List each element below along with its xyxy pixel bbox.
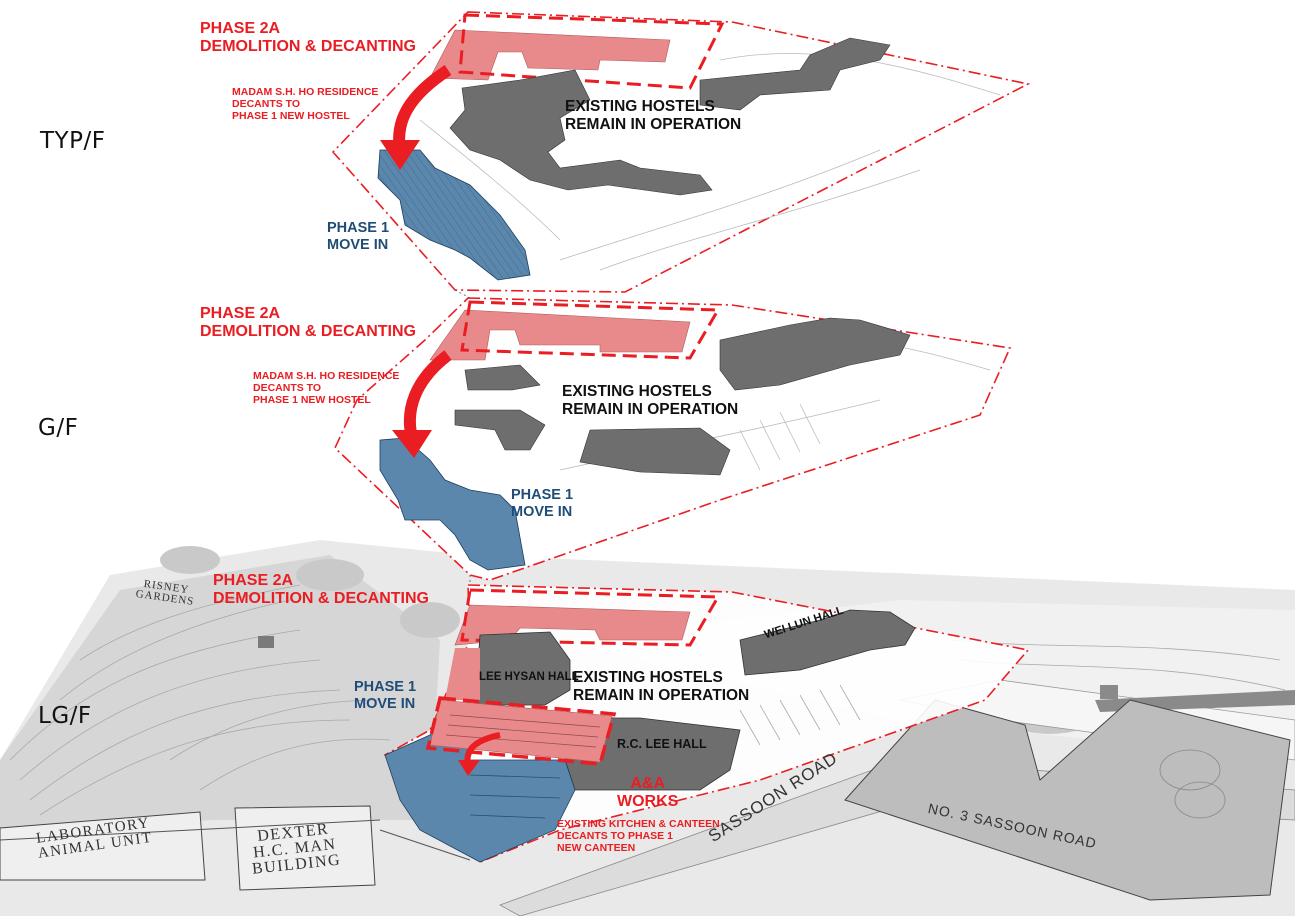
- typ-decant-line2: DECANTS TO: [232, 98, 301, 111]
- kitchen-line2: DECANTS TO PHASE 1: [557, 830, 673, 843]
- gf-phase2a-label: PHASE 2A DEMOLITION & DECANTING: [200, 305, 416, 342]
- lgf-plate: [383, 584, 1030, 863]
- typ-phase1-line2: MOVE IN: [327, 236, 389, 253]
- gf-existing-hostels-label: EXISTING HOSTELS REMAIN IN OPERATION: [562, 383, 738, 419]
- gf-decant-line2: DECANTS TO: [253, 382, 322, 395]
- aa-works-line1: A&A: [630, 775, 665, 792]
- gf-decant-note: MADAM S.H. HO RESIDENCE DECANTS TO PHASE…: [253, 370, 399, 406]
- gf-phase1-line2: MOVE IN: [511, 503, 573, 520]
- lgf-phase1-line2: MOVE IN: [354, 695, 416, 712]
- aa-works-line2: WORKS: [617, 793, 679, 811]
- lgf-existing-line2: REMAIN IN OPERATION: [573, 686, 750, 704]
- aa-works-label: A&A WORKS: [617, 775, 678, 812]
- typ-phase2a-label: PHASE 2A DEMOLITION & DECANTING: [200, 20, 416, 57]
- kitchen-decant-note: EXISTING KITCHEN & CANTEEN DECANTS TO PH…: [557, 818, 720, 854]
- gf-phase2a-line1: PHASE 2A: [200, 305, 281, 322]
- dexter-hc-man-building-label: DEXTER H.C. MAN BUILDING: [248, 821, 342, 878]
- floor-label-typ: TYP/F: [40, 128, 106, 154]
- typ-phase2a-line1: PHASE 2A: [200, 20, 281, 37]
- typ-decant-line1: MADAM S.H. HO RESIDENCE: [232, 86, 379, 98]
- kitchen-line1: EXISTING KITCHEN & CANTEEN: [557, 818, 720, 830]
- typ-existing-line1: EXISTING HOSTELS: [565, 98, 715, 115]
- gf-plate: [334, 297, 1012, 581]
- lee-hysan-hall-label: LEE HYSAN HALL: [479, 671, 579, 683]
- gf-phase1-line1: PHASE 1: [511, 487, 574, 503]
- typ-phase1-line1: PHASE 1: [327, 220, 390, 236]
- typ-existing-hostels-label: EXISTING HOSTELS REMAIN IN OPERATION: [565, 98, 741, 134]
- gf-phase2a-line2: DEMOLITION & DECANTING: [200, 323, 416, 341]
- lgf-phase2a-line2: DEMOLITION & DECANTING: [213, 590, 429, 608]
- lgf-phase1-label: PHASE 1 MOVE IN: [354, 679, 416, 712]
- rc-lee-hall-label: R.C. LEE HALL: [617, 737, 707, 751]
- kitchen-line3: NEW CANTEEN: [557, 842, 636, 855]
- lgf-phase1-line1: PHASE 1: [354, 679, 417, 695]
- floor-label-gf: G/F: [38, 415, 79, 441]
- typ-phase1-label: PHASE 1 MOVE IN: [327, 220, 389, 253]
- typ-decant-note: MADAM S.H. HO RESIDENCE DECANTS TO PHASE…: [232, 86, 378, 122]
- level-connectors: [454, 289, 471, 585]
- lgf-phase2a-line1: PHASE 2A: [213, 572, 294, 589]
- floor-label-lgf: LG/F: [38, 703, 92, 729]
- typf-plate: [331, 11, 1031, 293]
- lgf-existing-hostels-label: EXISTING HOSTELS REMAIN IN OPERATION: [573, 669, 749, 705]
- gf-phase1-label: PHASE 1 MOVE IN: [511, 487, 573, 520]
- typ-phase2a-line2: DEMOLITION & DECANTING: [200, 38, 416, 56]
- gf-decant-line1: MADAM S.H. HO RESIDENCE: [253, 370, 400, 382]
- gf-existing-line2: REMAIN IN OPERATION: [562, 400, 739, 418]
- gf-decant-line3: PHASE 1 NEW HOSTEL: [253, 394, 371, 407]
- lgf-existing-line1: EXISTING HOSTELS: [573, 669, 723, 686]
- lgf-phase2a-label: PHASE 2A DEMOLITION & DECANTING: [213, 572, 429, 609]
- typ-decant-line3: PHASE 1 NEW HOSTEL: [232, 110, 350, 123]
- typ-existing-line2: REMAIN IN OPERATION: [565, 115, 742, 133]
- gf-existing-line1: EXISTING HOSTELS: [562, 383, 712, 400]
